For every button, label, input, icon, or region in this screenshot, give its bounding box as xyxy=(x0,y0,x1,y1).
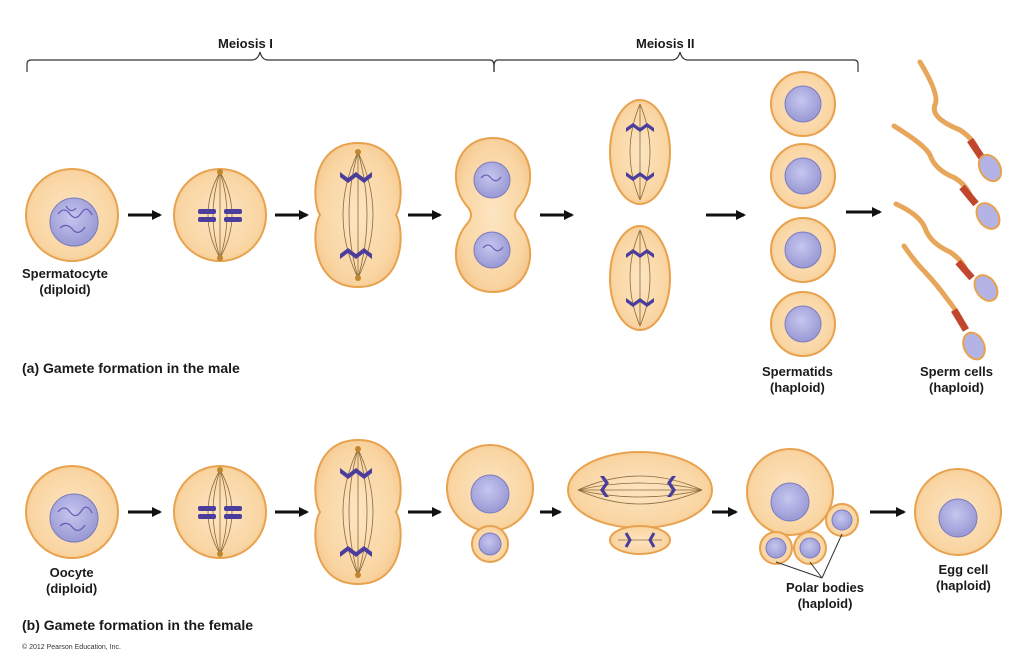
anaphase-i-cell-male xyxy=(314,141,402,289)
polar-bodies-label: Polar bodies(haploid) xyxy=(786,580,865,611)
spermatid-cell xyxy=(770,217,836,283)
spermatids-label: Spermatids(haploid) xyxy=(762,364,833,395)
caption-male: (a) Gamete formation in the male xyxy=(22,360,240,376)
spermatid-cell xyxy=(770,143,836,209)
egg-cell-label: Egg cell(haploid) xyxy=(936,562,991,593)
spermatocyte-label: Spermatocyte(diploid) xyxy=(22,266,108,297)
polar-body xyxy=(825,503,859,537)
sperm-cell xyxy=(917,59,1003,183)
sperm-cell xyxy=(901,243,986,361)
sperm-cells-label: Sperm cells(haploid) xyxy=(920,364,993,395)
meiosis-ii-header: Meiosis II xyxy=(636,36,695,51)
sperm-cells-group xyxy=(891,59,1003,361)
caption-male-text: Gamete formation in the male xyxy=(43,360,240,376)
caption-female-text: Gamete formation in the female xyxy=(43,617,254,633)
anaphase-i-cell-female xyxy=(314,438,402,586)
telophase-i-cells-male xyxy=(454,136,532,294)
spermatid-cell xyxy=(770,71,836,137)
meiosis-ii-bracket xyxy=(493,51,859,72)
caption-male-letter: (a) xyxy=(22,360,40,376)
spermatocyte-cell xyxy=(25,168,119,262)
egg-with-polar-bodies xyxy=(746,448,859,579)
polar-body xyxy=(759,531,793,565)
spermatids-group xyxy=(770,71,836,357)
meiosis-ii-cell-female xyxy=(567,451,713,555)
oocyte-label: Oocyte(diploid) xyxy=(46,565,98,596)
oocyte-cell xyxy=(25,465,119,559)
egg-cell xyxy=(914,468,1002,556)
meiosis-i-bracket xyxy=(26,51,495,72)
spermatid-cell xyxy=(770,291,836,357)
chromosomes-metaphase-i-male xyxy=(198,209,242,222)
caption-female: (b) Gamete formation in the female xyxy=(22,617,253,633)
meiosis-ii-cell-bottom-male xyxy=(609,225,671,331)
meiosis-i-header: Meiosis I xyxy=(218,36,273,51)
polar-body xyxy=(793,531,827,565)
sperm-cell xyxy=(893,201,999,302)
sperm-cell xyxy=(891,123,1001,230)
metaphase-i-cell-female xyxy=(173,465,267,559)
metaphase-i-cell-male xyxy=(173,168,267,262)
caption-female-letter: (b) xyxy=(22,617,40,633)
telophase-i-cells-female xyxy=(446,444,534,563)
copyright-notice: © 2012 Pearson Education, Inc. xyxy=(22,644,121,651)
polar-body-pointers xyxy=(775,533,843,579)
meiosis-ii-cell-top-male xyxy=(609,99,671,205)
